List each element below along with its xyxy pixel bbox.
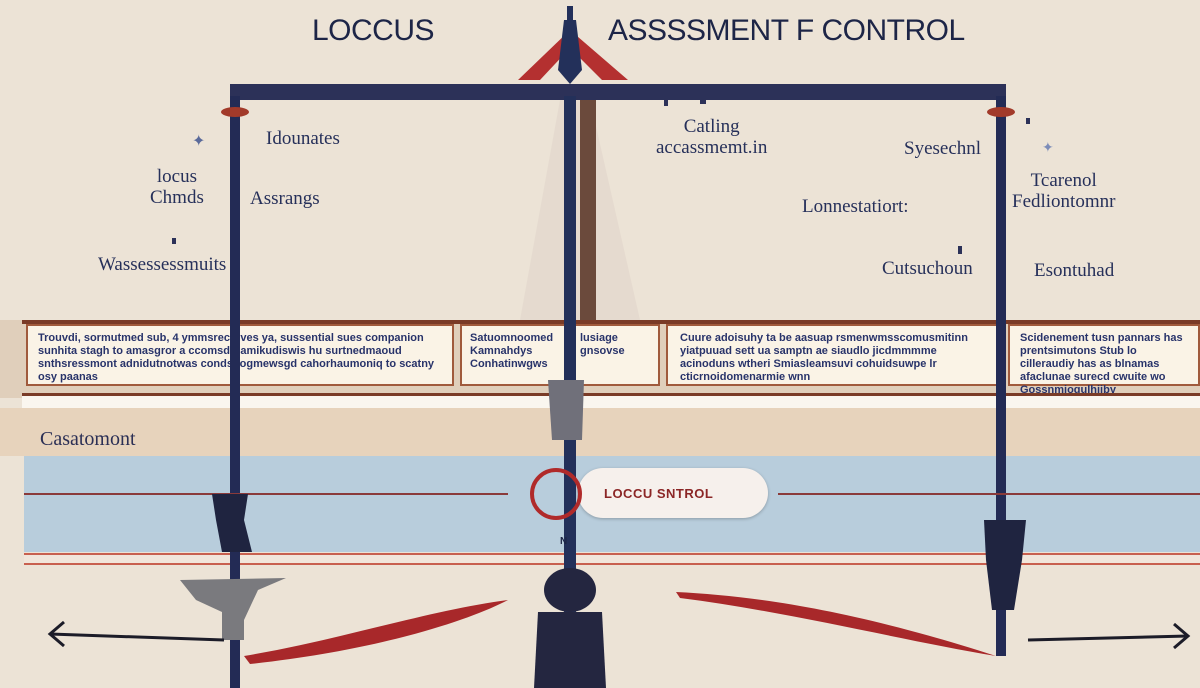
title-right: ASSSSMENT F CONTROL <box>608 14 965 47</box>
label-idmunates: Idounates <box>266 128 340 149</box>
label-wassessments: Wassessessmuits <box>98 254 227 275</box>
info-panel-3-text: lusiage gnsovse <box>580 332 625 357</box>
title-left: LOCCUS <box>312 14 435 47</box>
left-post-figure <box>212 494 252 552</box>
black-arrow-left <box>49 632 225 642</box>
left-post-cap <box>221 107 249 117</box>
red-arrow-left <box>244 600 508 664</box>
label-locus-chmds: locus Chmds <box>150 166 204 208</box>
top-beam <box>230 84 1006 100</box>
red-arrow-right <box>676 592 996 656</box>
dot-marker-5 <box>700 96 706 104</box>
star-marker-1: ✦ <box>192 131 205 150</box>
label-cutsuchoun: Cutsuchoun <box>882 258 973 279</box>
black-arrow-right <box>1027 634 1189 642</box>
locus-control-pill <box>578 468 768 518</box>
band-top-rule <box>22 320 1200 324</box>
info-panel-2-text: Satuomnoomed Kamnahdys Conhatinwgws <box>470 332 554 370</box>
apex-tent <box>518 30 628 80</box>
apex-figure <box>558 20 582 84</box>
dot-marker-2 <box>958 246 962 254</box>
info-panel-4: Scidenement tusn pannars has prentsimuto… <box>1008 324 1200 396</box>
center-post-figure <box>548 380 584 440</box>
white-strip <box>22 396 1200 408</box>
locus-control-pill-text: LOCCU SNTROL <box>604 486 714 501</box>
info-panel-2: Satuomnoomed Kamnahdys Conhatinwgws lusi… <box>460 324 660 386</box>
right-post-figure <box>984 520 1026 610</box>
dot-marker-3 <box>1026 118 1030 124</box>
label-catling: Catling accassmemt.in <box>656 116 768 158</box>
locus-ring <box>530 468 582 520</box>
band-bottom-rule <box>22 393 1200 397</box>
right-post-cap <box>987 107 1015 117</box>
star-marker-2: ✦ <box>1042 140 1054 156</box>
left-post <box>230 96 240 688</box>
label-esonuhad: Esontuhad <box>1034 260 1115 281</box>
label-assrings: Assrangs <box>250 188 320 209</box>
track-rail <box>24 553 1200 565</box>
person-head <box>544 568 596 612</box>
info-panel-4-text: Cuure adoisuhy ta be aasuap rsmenwmsscom… <box>680 332 968 383</box>
dot-marker-1 <box>172 238 176 244</box>
label-lonnestaturt: Lonnestatiort: <box>802 196 909 217</box>
label-tcarenol: Tcarenol Fedliontomnr <box>1012 170 1116 212</box>
black-arrow-left-head <box>47 620 65 648</box>
lower-left-figure <box>180 578 286 640</box>
person-body <box>534 612 606 688</box>
label-syeseghr: Syesechnl <box>904 138 982 159</box>
apex-tip <box>567 6 573 22</box>
info-panel-3: Cuure adoisuhy ta be aasuap rsmenwmsscom… <box>666 324 1002 386</box>
pill-marker: N <box>560 536 568 547</box>
dot-marker-4 <box>664 100 668 106</box>
track-left-label: Casatomont <box>40 428 136 450</box>
center-panel <box>580 100 596 320</box>
black-arrow-right-head <box>1173 622 1191 650</box>
right-post <box>996 96 1006 656</box>
